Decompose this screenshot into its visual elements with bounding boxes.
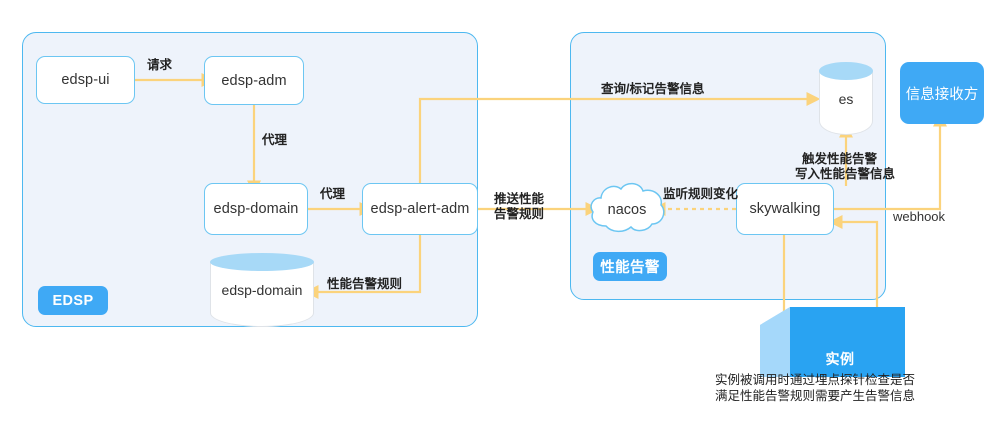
edge-label-listen-rule-change: 监听规则变化 bbox=[663, 187, 739, 201]
cube-shape bbox=[760, 307, 905, 377]
edge-label-write-alert-line2: 写入性能告警信息 bbox=[795, 167, 896, 181]
edge-label-webhook: webhook bbox=[893, 209, 946, 224]
instance-caption-line2: 满足性能告警规则需要产生告警信息 bbox=[715, 389, 916, 403]
edge-label-request: 请求 bbox=[147, 58, 173, 72]
node-instance[interactable]: 实例 bbox=[760, 307, 905, 377]
badge-performance-alert: 性能告警 bbox=[593, 252, 667, 281]
node-edsp-alert-adm[interactable]: edsp-alert-adm bbox=[362, 183, 478, 235]
node-nacos[interactable]: nacos bbox=[588, 180, 666, 237]
db-cylinder-body bbox=[210, 262, 314, 327]
edge-label-proxy-domain-alertadm: 代理 bbox=[320, 187, 346, 201]
wire-alertadm-to-db bbox=[304, 235, 422, 300]
edge-label-perf-alert-rule: 性能告警规则 bbox=[327, 277, 403, 291]
wire-alertadm-to-es bbox=[418, 91, 821, 183]
es-label: es bbox=[838, 90, 854, 107]
nacos-label: nacos bbox=[607, 201, 647, 218]
node-edsp-domain-service[interactable]: edsp-domain bbox=[204, 183, 308, 235]
wire-instance-to-skywalking bbox=[828, 214, 879, 340]
instance-caption-line1: 实例被调用时通过埋点探针检查是否 bbox=[715, 373, 916, 387]
node-edsp-ui[interactable]: edsp-ui bbox=[36, 56, 135, 104]
es-cylinder-body bbox=[819, 71, 873, 135]
db-es[interactable]: es bbox=[819, 62, 873, 135]
db-edsp-domain[interactable]: edsp-domain bbox=[210, 253, 314, 327]
db-cylinder-top bbox=[210, 253, 314, 271]
badge-edsp: EDSP bbox=[38, 286, 108, 315]
db-label: edsp-domain bbox=[221, 282, 303, 298]
instance-label: 实例 bbox=[825, 351, 855, 367]
edge-label-proxy-adm-domain: 代理 bbox=[262, 133, 288, 147]
cloud-shape bbox=[590, 182, 665, 233]
edge-label-trigger-alert-line1: 触发性能告警 bbox=[802, 152, 878, 166]
node-skywalking[interactable]: skywalking bbox=[736, 183, 834, 235]
wire-skywalking-to-receiver bbox=[834, 112, 948, 211]
edge-label-push-rule-line2: 告警规则 bbox=[494, 207, 545, 221]
edge-label-query-mark-alert: 查询/标记告警信息 bbox=[601, 82, 705, 96]
edge-label-push-rule-line1: 推送性能 bbox=[494, 192, 545, 206]
node-edsp-adm[interactable]: edsp-adm bbox=[204, 56, 304, 105]
es-cylinder-top bbox=[819, 62, 873, 80]
node-message-receiver[interactable]: 信息接收方 bbox=[900, 62, 984, 124]
